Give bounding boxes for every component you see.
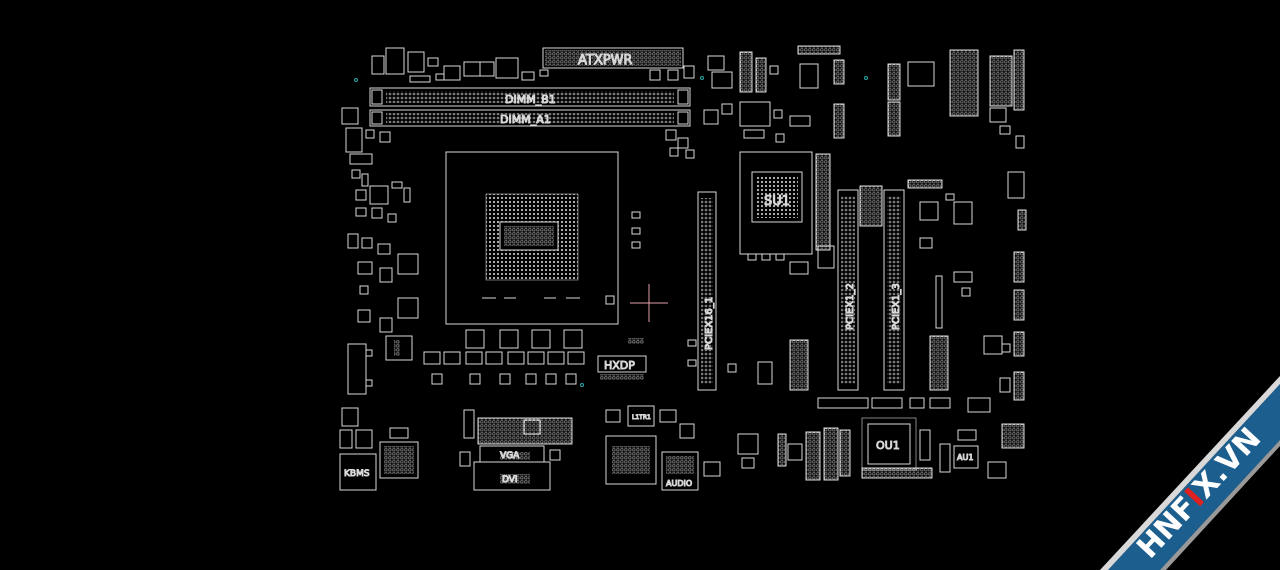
right-middle-components	[907, 179, 1011, 413]
pch-label: SU1	[764, 194, 790, 209]
hxdp-header	[597, 338, 647, 380]
atx-power-connector	[542, 47, 695, 81]
vga-label: VGA	[500, 451, 520, 461]
atx-power-label: ATXPWR	[578, 53, 632, 68]
audio-jack	[661, 423, 721, 491]
hxdp-label: HXDP	[604, 359, 635, 372]
vga-dvi-port	[459, 409, 573, 491]
origin-marker	[630, 284, 668, 322]
watermark: HNFIX.VN	[1100, 376, 1280, 570]
dvi-label: DVI	[502, 475, 518, 485]
kbms-label: KBMS	[344, 469, 370, 479]
bottom-middle-components	[737, 427, 851, 481]
dimm-a1-label: DIMM_A1	[500, 113, 551, 126]
pcie-x1-slot-3	[883, 189, 905, 391]
top-left-components	[341, 47, 549, 165]
pcie-x1-slot-2	[837, 189, 859, 391]
test-points	[354, 76, 868, 387]
pcie-x1-2-label: PCIEX1_2	[845, 283, 856, 330]
ou1-chip	[861, 417, 933, 479]
pcie-x16-slot	[687, 191, 717, 391]
au1-label: AU1	[957, 453, 973, 462]
dimm-slot-a1	[369, 109, 691, 127]
kbms-port	[339, 407, 419, 491]
lan-port	[605, 405, 677, 485]
lan-chip-label: L1TR1	[632, 414, 651, 421]
ou1-label: OU1	[876, 439, 900, 452]
bios-chip	[347, 343, 373, 395]
dimm-b1-label: DIMM_B1	[505, 93, 556, 106]
pcie-area-components	[727, 185, 951, 409]
top-right-components	[887, 49, 1027, 401]
top-middle-components	[703, 45, 845, 143]
dimm-slot-b1	[369, 87, 691, 107]
pch-chipset	[739, 151, 835, 275]
pcie-x1-3-label: PCIEX1_3	[891, 283, 902, 330]
watermark-text: HNFIX.VN	[1130, 421, 1268, 565]
cpu-vrm-chokes	[423, 329, 585, 385]
cpu-right-components	[605, 129, 695, 305]
cpu-socket	[445, 151, 619, 325]
au1-chip	[939, 423, 1025, 479]
left-vrm-area	[347, 169, 419, 361]
audio-label: AUDIO	[666, 479, 692, 488]
pcie-x16-label: PCIEX16_1	[704, 297, 715, 350]
